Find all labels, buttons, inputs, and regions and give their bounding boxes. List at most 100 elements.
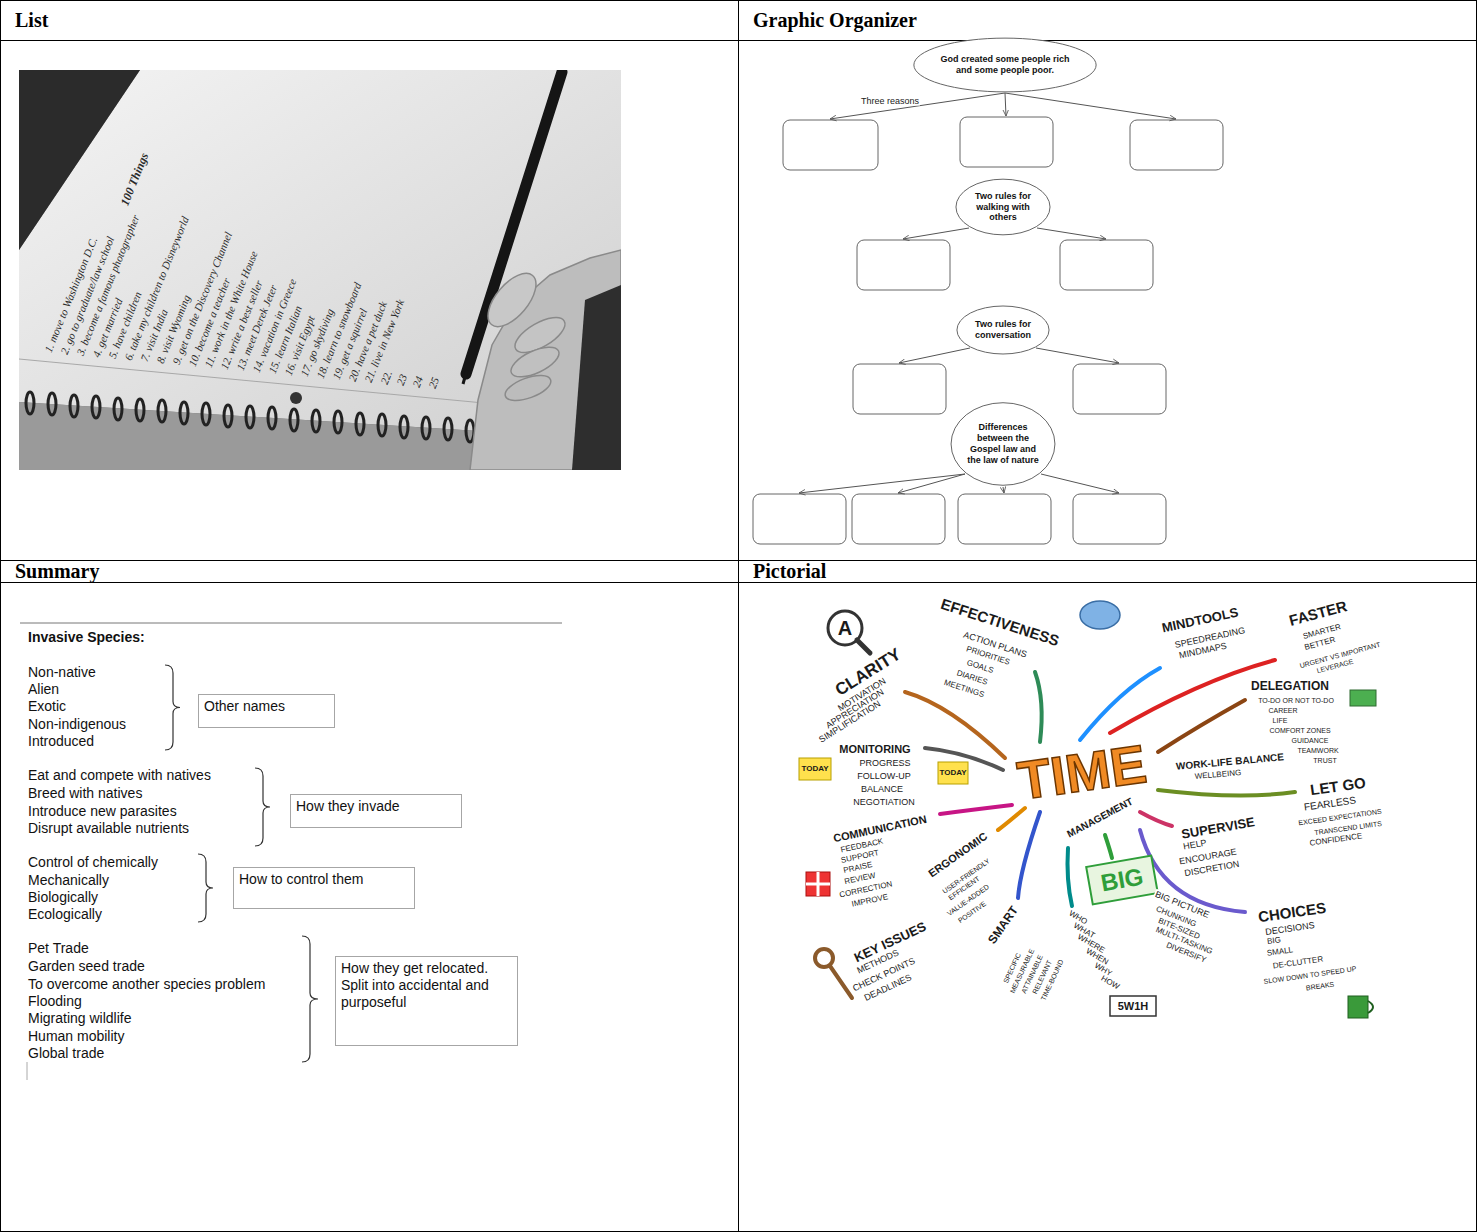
text-label: Eat and compete with natives <box>28 768 211 782</box>
spiral-binding-part <box>444 418 452 440</box>
label-text: Breed with natives <box>28 785 142 801</box>
label-text: COMFORT ZONES <box>1268 727 1331 734</box>
node-text: Differences between the Gospel law and t… <box>964 422 1042 465</box>
category-box: How to control them <box>233 867 415 909</box>
label-text: BALANCE <box>860 784 904 794</box>
mindmap-word: 5W1H <box>1118 1001 1149 1012</box>
text-label: Ecologically <box>28 907 102 921</box>
organizer-arrows-part <box>899 348 970 363</box>
spiral-binding-part <box>334 411 342 433</box>
text-label: Control of chemically <box>28 855 158 869</box>
spiral-binding-part <box>202 403 210 425</box>
topic-oval: God created some people rich and some pe… <box>912 37 1098 93</box>
organizer-arrows-part <box>903 228 969 239</box>
label-text: SMART <box>984 903 1021 948</box>
text-label: Human mobility <box>28 1029 124 1043</box>
label-text: NEGOTIATION <box>852 797 915 807</box>
label-text: ERGONOMIC <box>925 829 990 880</box>
cell-header: Pictorial <box>739 561 1476 583</box>
organizer-arrows <box>799 93 1176 493</box>
spiral-binding-part <box>114 398 122 420</box>
label-text: SMALL <box>1265 945 1294 958</box>
mindmap-branches-part <box>1105 835 1112 858</box>
hand-with-pen-part <box>502 370 554 405</box>
label-text: Eat and compete with natives <box>28 767 211 783</box>
answer-boxes-part <box>783 120 878 170</box>
label-text: TEAMWORK <box>1296 747 1339 754</box>
label-text: Biologically <box>28 889 98 905</box>
mindmap-word: TEAMWORK <box>1296 747 1339 754</box>
answer-boxes-part <box>753 494 846 544</box>
label-text: Migrating wildlife <box>28 1010 131 1026</box>
label-text: 5W1H <box>1118 1000 1149 1012</box>
spiral-binding-part <box>136 399 144 421</box>
label-text: Human mobility <box>28 1028 124 1044</box>
mindmap-word: BREAKS <box>1304 980 1335 991</box>
table-cell: Graphic OrganizerGod created some people… <box>738 0 1477 561</box>
mindmap-word: TRUST <box>1312 757 1337 764</box>
label-text: 24 <box>410 374 425 389</box>
label-text: Mechanically <box>28 872 109 888</box>
oval-shape <box>951 403 1055 486</box>
oval-text-block: God created some people rich and some pe… <box>936 54 1074 76</box>
label-text: TO-DO OR NOT TO-DO <box>1257 697 1335 704</box>
spiral-binding-part <box>356 413 364 435</box>
node-text: Graphic Organizer <box>753 10 1476 31</box>
summary-frame-part <box>27 1062 28 1080</box>
text-label: Three reasons <box>860 97 920 106</box>
text-label: Garden seed trade <box>28 959 145 973</box>
mindmap-word: GUIDANCE <box>1291 737 1330 744</box>
label-text: Introduced <box>28 733 94 749</box>
label-text: Disrupt available nutrients <box>28 820 189 836</box>
handwritten-note: 23 <box>395 373 409 387</box>
label-text: TODAY <box>801 764 828 773</box>
text-label: Breed with natives <box>28 786 142 800</box>
mindmap-icons-part <box>1110 996 1156 1016</box>
text-label: Biologically <box>28 890 98 904</box>
spiral-binding-part <box>224 405 232 427</box>
text-label: Mechanically <box>28 873 109 887</box>
oval-text-block: Differences between the Gospel law and t… <box>964 422 1042 465</box>
box-text-block: How they get relocated. Split into accid… <box>341 960 512 1010</box>
answer-boxes-part <box>853 364 946 414</box>
label-text: CHOICES <box>1256 899 1328 926</box>
node-text: Two rules for conversation <box>968 319 1038 341</box>
label-text: Global trade <box>28 1045 104 1061</box>
mindmap-icons-part <box>806 883 830 886</box>
label-text: Flooding <box>28 993 82 1009</box>
node-text: Pictorial <box>753 561 1476 582</box>
label-text: PROGRESS <box>858 758 911 768</box>
mindmap-word: NEGOTIATION <box>852 798 915 807</box>
mindmap-icons-part <box>1350 690 1376 706</box>
label-text: TODAY <box>939 768 966 777</box>
label-text: Ecologically <box>28 906 102 922</box>
mindmap-icons <box>799 601 1376 1018</box>
label-text: Exotic <box>28 698 66 714</box>
label-text: DELEGATION <box>1250 679 1330 693</box>
mindmap-icons-part <box>799 758 831 780</box>
organizer-arrows-part <box>1036 348 1119 363</box>
mindmap-branches-part <box>1140 830 1245 912</box>
oval-text-block: Two rules for conversation <box>968 319 1038 341</box>
text-label: Migrating wildlife <box>28 1011 131 1025</box>
organizer-arrows-part <box>898 474 965 493</box>
handwritten-note: 22. <box>379 369 394 386</box>
spiral-binding-part <box>290 409 298 431</box>
text-label: Alien <box>28 682 59 696</box>
spiral-binding-part <box>378 414 386 436</box>
mindmap-branches-part <box>1158 790 1295 796</box>
spiral-binding-part <box>70 395 78 417</box>
box-text-block: Other names <box>204 698 329 715</box>
label-text: Alien <box>28 681 59 697</box>
label-text: BIG <box>1099 863 1146 897</box>
spiral-binding-part <box>422 417 430 439</box>
mindmap-word: TODAY <box>801 765 828 773</box>
hand-with-pen <box>463 72 621 470</box>
text-label: Introduce new parasites <box>28 804 177 818</box>
mindmap-icons-part <box>1348 996 1368 1018</box>
label-text: Introduce new parasites <box>28 803 177 819</box>
label-text: 100 Things <box>118 151 152 208</box>
answer-boxes-part <box>1073 494 1166 544</box>
label-text: LIFE <box>1272 717 1289 724</box>
